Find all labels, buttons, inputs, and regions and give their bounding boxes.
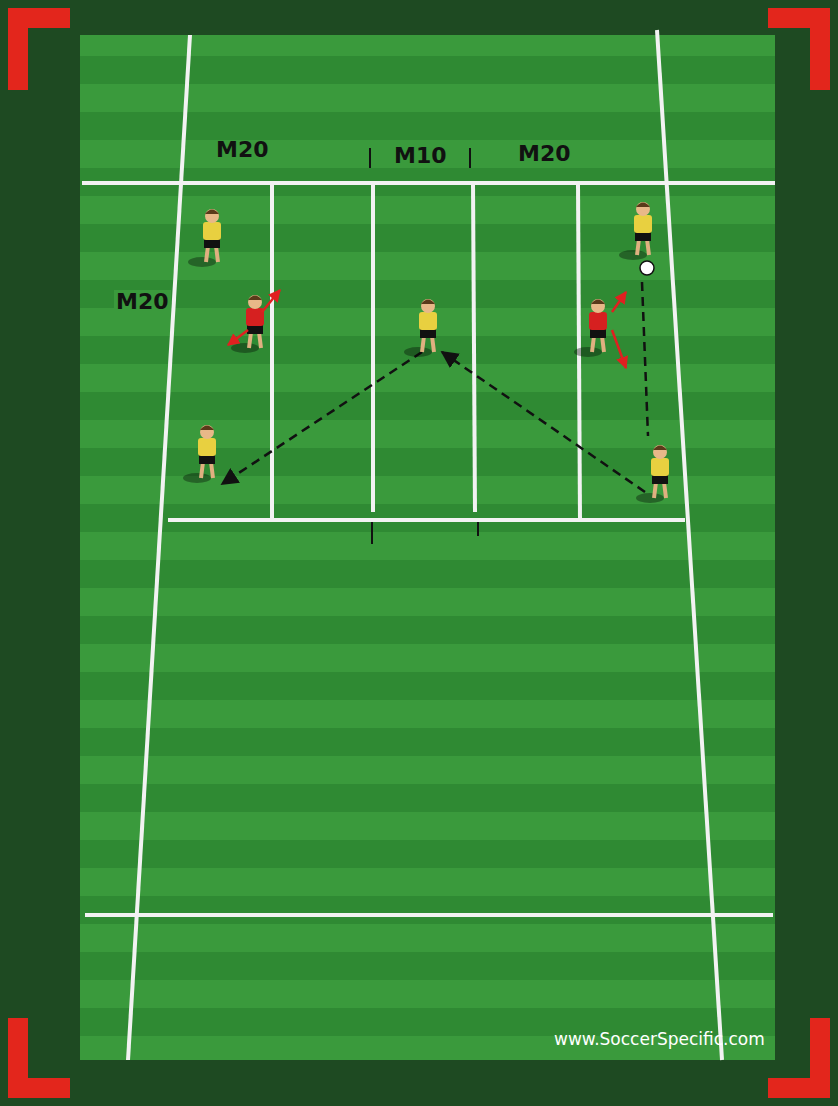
- zone-dimension: M10: [392, 144, 449, 168]
- player-figure: [574, 299, 607, 357]
- movement-arrow: [612, 292, 626, 312]
- zone-dimension: M20: [114, 290, 171, 314]
- player-figure: [188, 209, 221, 267]
- zone-dimension: M20: [214, 138, 271, 162]
- zone-dimension: M20: [516, 142, 573, 166]
- player-figure: [183, 425, 216, 483]
- player-figure: [636, 445, 669, 503]
- movement-arrow: [262, 290, 280, 312]
- player-figure: [404, 299, 437, 357]
- movement-arrow: [228, 330, 248, 345]
- player-figure: [231, 295, 264, 353]
- movement-arrow: [612, 330, 626, 368]
- ball: [640, 261, 654, 275]
- player-figure: [619, 202, 652, 260]
- watermark: www.SoccerSpecific.com: [552, 1030, 767, 1049]
